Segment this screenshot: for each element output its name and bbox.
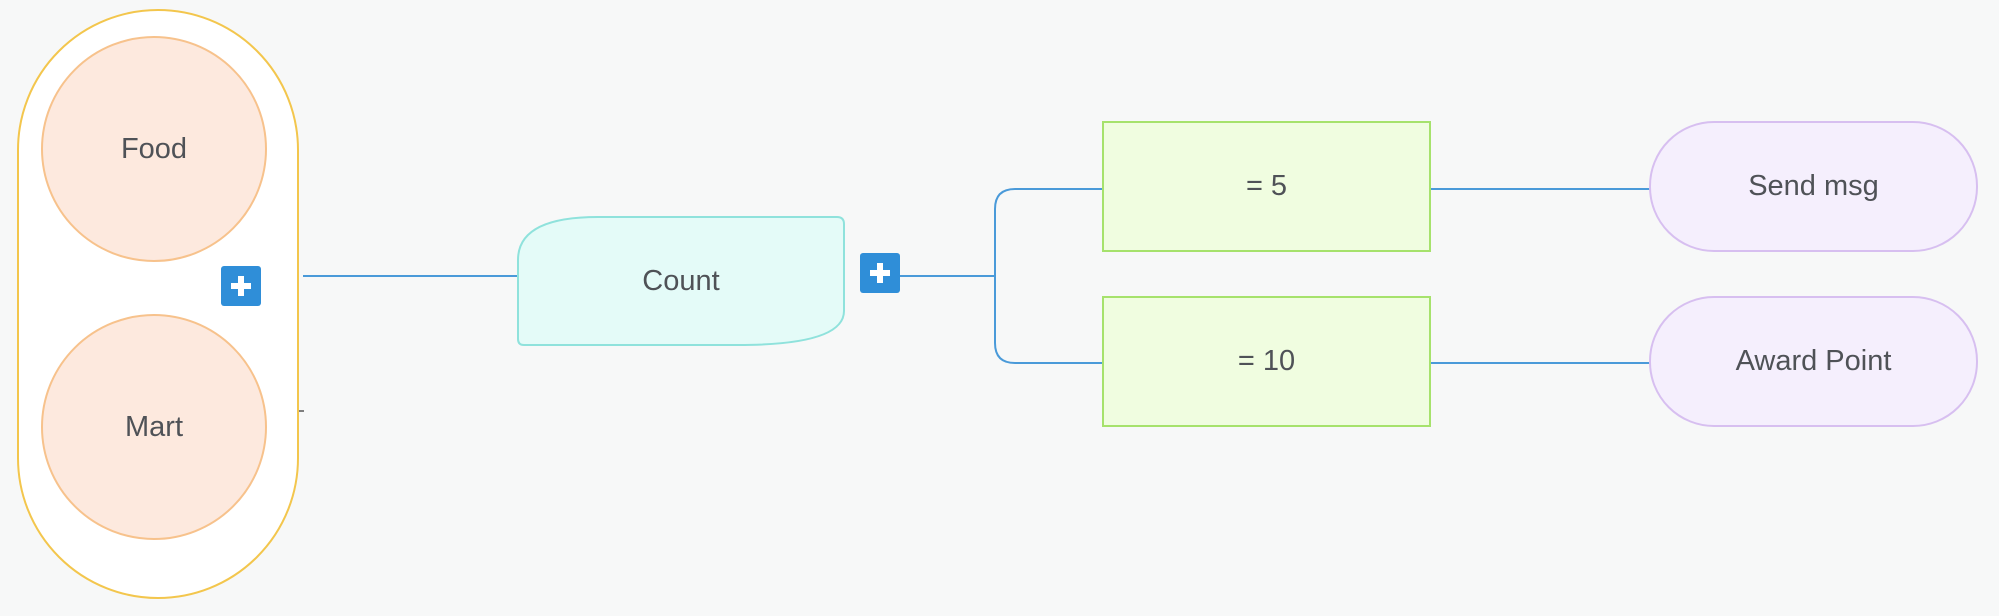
connector-branch-to-condition-10 <box>994 276 1103 364</box>
plus-icon <box>870 263 890 283</box>
send-msg-pill[interactable] <box>1649 121 1978 252</box>
expand-count-button[interactable] <box>860 253 900 293</box>
plus-icon <box>231 276 251 296</box>
expand-group-button[interactable] <box>221 266 261 306</box>
award-point-pill[interactable] <box>1649 296 1978 427</box>
mart-circle[interactable] <box>41 314 267 540</box>
connector-branch-to-condition-5 <box>994 188 1103 276</box>
food-circle[interactable] <box>41 36 267 262</box>
count-node-shape[interactable] <box>517 216 845 346</box>
condition-5-box[interactable] <box>1102 121 1431 252</box>
condition-10-box[interactable] <box>1102 296 1431 427</box>
